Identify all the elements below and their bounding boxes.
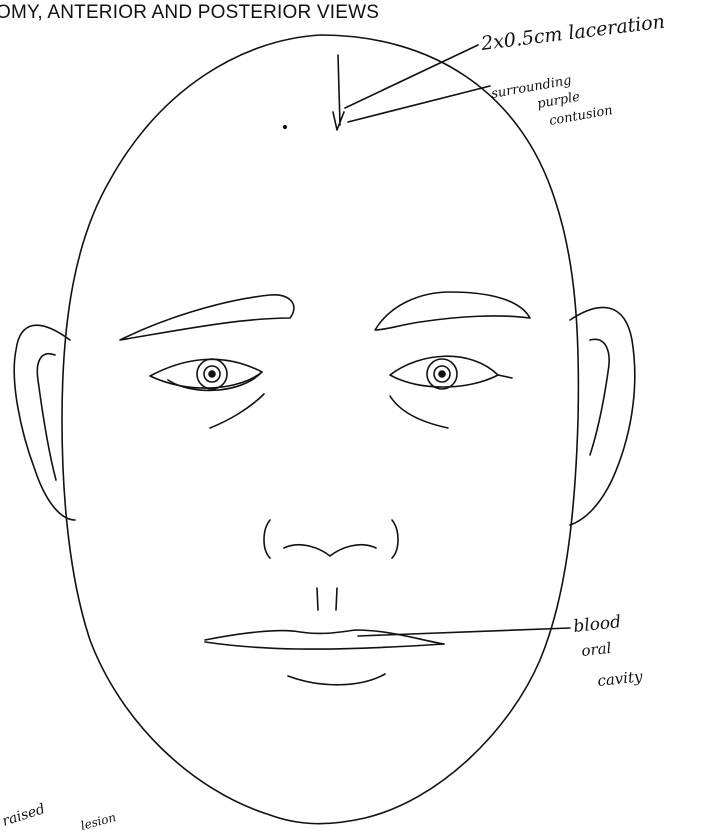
head-outline (62, 35, 578, 824)
left-eyebrow (120, 295, 294, 340)
mouth-pointer (358, 628, 570, 636)
bottom-note-line2: lesion (79, 810, 117, 833)
right-ear-inner (590, 339, 609, 455)
philtrum (317, 588, 337, 610)
bottom-note-line1: raised (0, 801, 47, 830)
mouth-note-line2: oral (581, 639, 613, 660)
mouth-note-line1: blood (572, 612, 622, 637)
lip-line (205, 642, 444, 649)
left-pupil (209, 371, 215, 377)
upper-lip (205, 630, 444, 644)
left-ear-inner (37, 354, 56, 480)
contusion-pointer (348, 86, 490, 122)
laceration-mark (333, 55, 344, 130)
mouth-note-line3: cavity (597, 667, 644, 690)
right-under-eye-line (390, 396, 448, 428)
right-ear (570, 307, 635, 525)
lower-lip (288, 674, 385, 685)
nose (264, 520, 398, 558)
laceration-pointer (345, 45, 478, 108)
laceration-note: 2x0.5cm laceration (479, 11, 666, 55)
left-under-eye-line (210, 394, 264, 428)
right-eyebrow (375, 292, 530, 330)
right-pupil (439, 371, 445, 377)
